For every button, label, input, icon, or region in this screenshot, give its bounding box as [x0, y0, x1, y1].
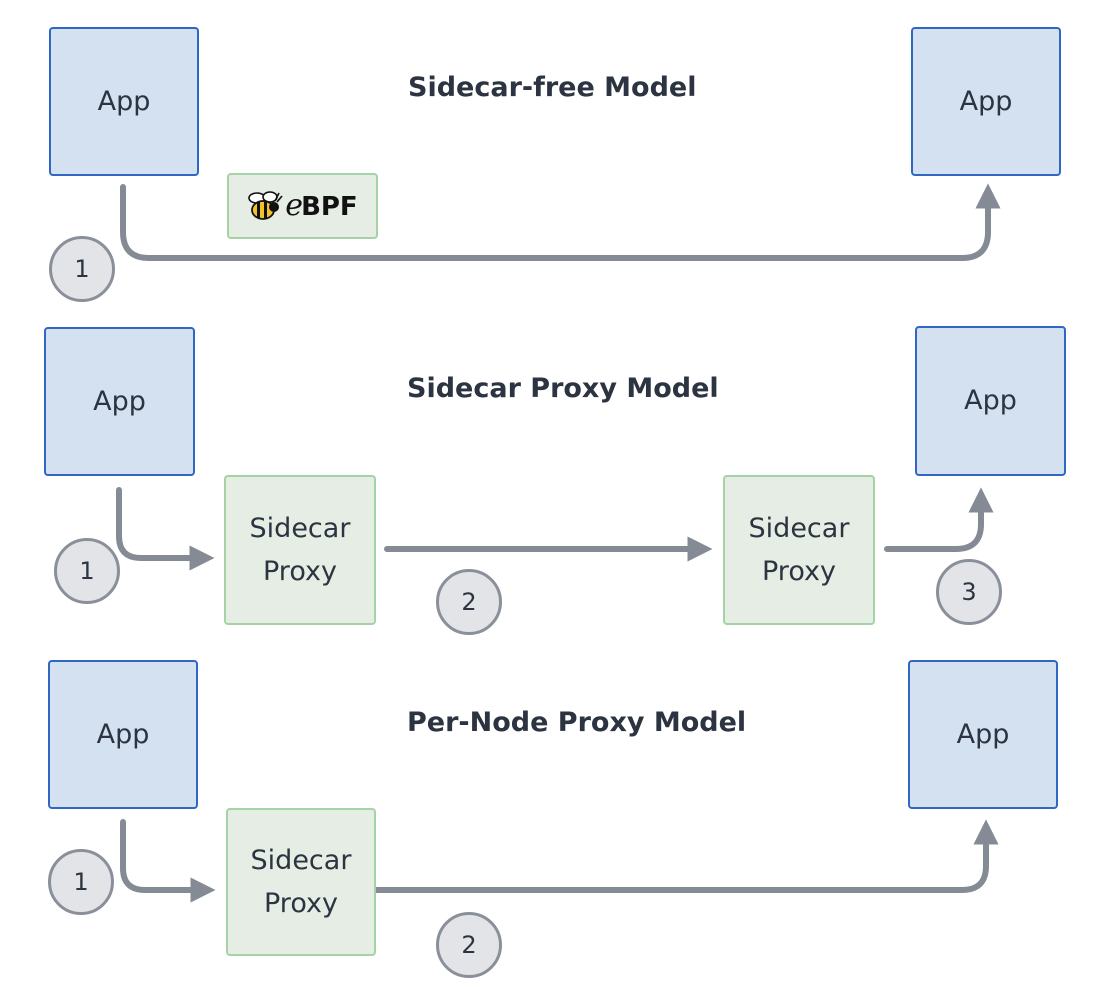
proxy-label-line1: Sidecar — [249, 512, 351, 544]
sidecar-free-destination-app: App — [911, 27, 1061, 176]
step-badge: 2 — [436, 912, 502, 978]
step-badge: 3 — [936, 559, 1002, 625]
sidecar-proxy-destination-app: App — [915, 326, 1066, 476]
per-node-source-app: App — [48, 660, 198, 809]
sidecar-free-flow-arrow — [120, 183, 1001, 261]
step-badge: 1 — [48, 849, 114, 915]
ebpf-prefix: e — [285, 188, 304, 223]
proxy-label-line1: Sidecar — [250, 844, 352, 876]
app-label: App — [93, 385, 146, 417]
sidecar-proxy-destination: Sidecar Proxy — [723, 475, 875, 625]
per-node-destination-app: App — [908, 660, 1058, 809]
ebpf-label: BPF — [301, 192, 358, 222]
sidecar-to-app-arrow — [884, 487, 994, 552]
proxy-label-line2: Proxy — [264, 888, 338, 919]
bee-icon — [248, 191, 283, 220]
per-node-proxy: Sidecar Proxy — [226, 808, 376, 956]
proxy-label-line1: Sidecar — [748, 512, 850, 544]
proxy-label-line2: Proxy — [762, 556, 836, 587]
app-label: App — [96, 718, 150, 750]
ebpf-box: eBPF — [227, 173, 378, 239]
sidecar-proxy-title: Sidecar Proxy Model — [407, 373, 719, 404]
app-label: App — [959, 85, 1013, 117]
step-badge: 1 — [49, 236, 115, 302]
step-badge: 2 — [436, 569, 502, 635]
sidecar-free-title: Sidecar-free Model — [408, 72, 697, 103]
app-label: App — [97, 85, 151, 117]
sidecar-proxy-source: Sidecar Proxy — [224, 475, 376, 625]
node-proxy-to-app-arrow — [369, 819, 999, 893]
step-badge: 1 — [54, 538, 120, 604]
proxy-label-line2: Proxy — [263, 556, 337, 587]
app-to-sidecar-arrow — [116, 487, 215, 571]
app-label: App — [964, 385, 1017, 417]
app-to-node-proxy-arrow — [120, 819, 216, 903]
app-label: App — [956, 718, 1010, 750]
sidecar-proxy-source-app: App — [44, 327, 195, 476]
per-node-title: Per-Node Proxy Model — [407, 707, 747, 738]
sidecar-free-source-app: App — [49, 27, 199, 176]
